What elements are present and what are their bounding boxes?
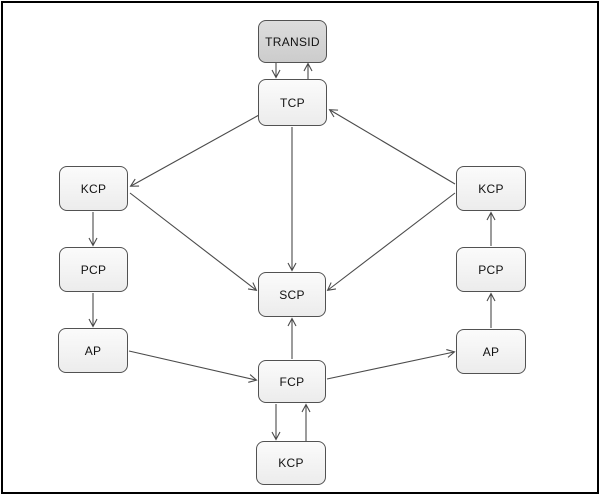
node-kcp-left[interactable]: KCP [59, 166, 128, 211]
node-kcp-right[interactable]: KCP [456, 166, 526, 211]
node-fcp[interactable]: FCP [258, 360, 326, 403]
node-ap-left[interactable]: AP [58, 328, 128, 373]
node-label-kcp-bottom: KCP [278, 456, 304, 470]
edge-kcp-left-to-scp [129, 192, 258, 292]
node-label-ap-left: AP [84, 343, 102, 358]
node-label-scp: SCP [279, 287, 305, 302]
node-scp[interactable]: SCP [258, 272, 326, 317]
node-label-transid: TRANSID [265, 34, 320, 49]
edge-kcp-right-to-scp [326, 192, 456, 292]
node-ap-right[interactable]: AP [456, 329, 526, 374]
node-transid[interactable]: TRANSID [258, 20, 327, 63]
edge-fcp-to-ap-right [326, 349, 456, 380]
node-pcp-left[interactable]: PCP [59, 247, 128, 292]
node-label-kcp-right: KCP [478, 181, 504, 196]
node-label-tcp: TCP [280, 95, 305, 110]
node-label-pcp-right: PCP [478, 262, 504, 277]
edge-kcp-right-to-tcp [328, 109, 456, 185]
node-tcp[interactable]: TCP [258, 79, 327, 126]
node-kcp-bottom[interactable]: KCP [256, 441, 326, 485]
node-label-ap-right: AP [482, 344, 500, 359]
node-label-pcp-left: PCP [80, 262, 107, 277]
node-label-kcp-left: KCP [80, 181, 107, 196]
node-pcp-right[interactable]: PCP [456, 247, 526, 292]
edge-tcp-to-kcp-left [129, 114, 260, 187]
edge-ap-left-to-fcp [128, 350, 258, 383]
node-label-fcp: FCP [279, 374, 305, 389]
